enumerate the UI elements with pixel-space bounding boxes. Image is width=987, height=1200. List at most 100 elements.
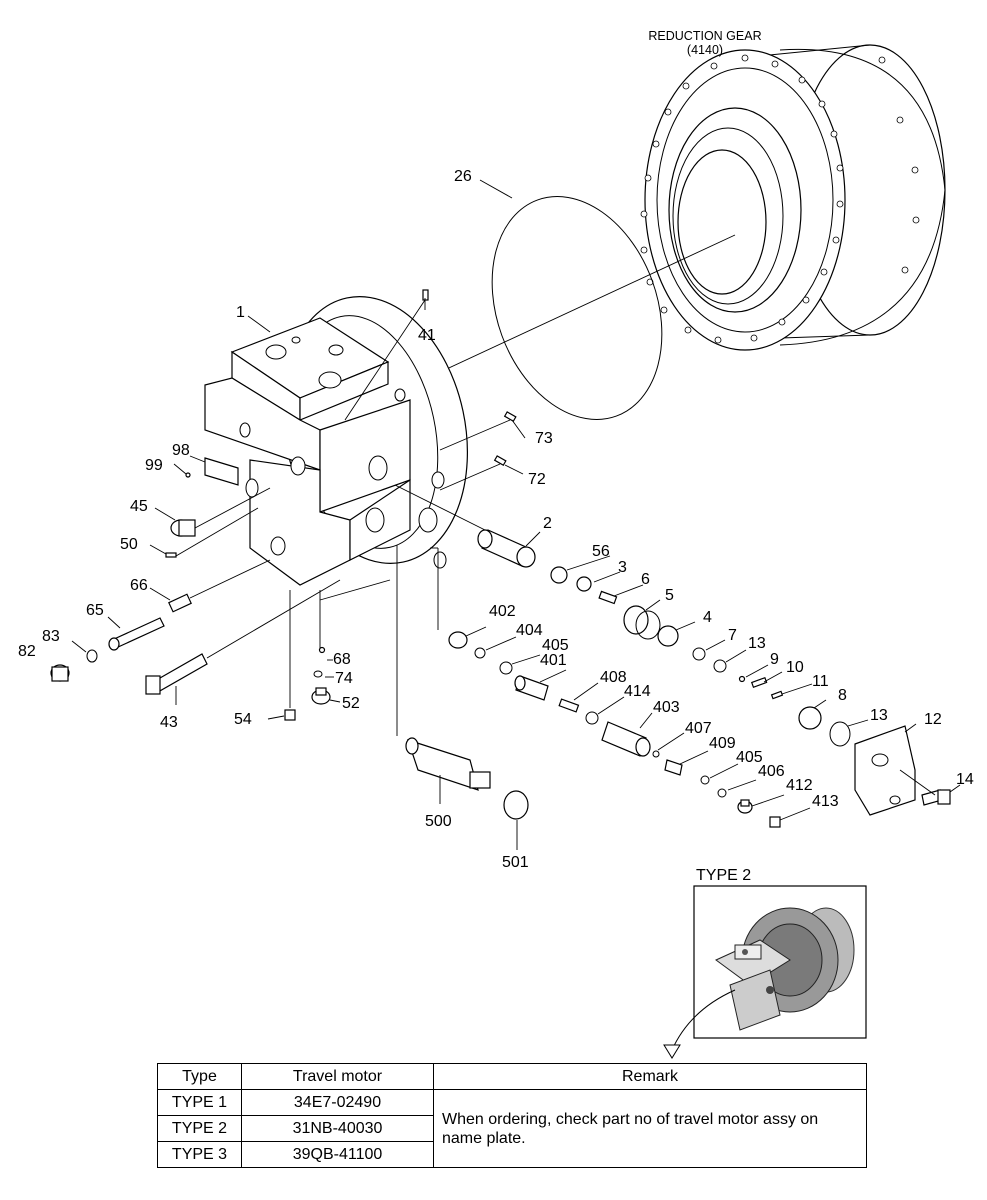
o-ring-406: [717, 788, 727, 798]
ball-68: [318, 646, 326, 654]
callout-8: 8: [838, 687, 847, 704]
callout-405a: 405: [542, 637, 569, 654]
callout-3: 3: [618, 559, 627, 576]
callout-413: 413: [812, 793, 839, 810]
motor-cell: 39QB-41100: [241, 1141, 434, 1168]
callout-56: 56: [592, 543, 610, 560]
reduction-gear-code: (4140): [687, 43, 723, 57]
callout-414: 414: [624, 683, 651, 700]
callout-408: 408: [600, 669, 627, 686]
callout-14: 14: [956, 771, 974, 788]
pin-72: [493, 455, 507, 467]
cover-12: [854, 725, 916, 816]
spool-401: [514, 675, 549, 701]
callout-72: 72: [528, 471, 546, 488]
table-row: TYPE 1 34E7-02490 When ordering, check p…: [157, 1089, 867, 1168]
pin-11: [770, 690, 784, 700]
callout-5: 5: [665, 587, 674, 604]
plug-45: [170, 519, 196, 537]
callout-7: 7: [728, 627, 737, 644]
relief-valve-500: [405, 737, 491, 791]
spring-408: [558, 698, 580, 713]
o-ring-407: [652, 750, 660, 758]
plug-4: [657, 625, 679, 647]
callout-501: 501: [502, 854, 529, 871]
o-ring-405-upper: [499, 661, 513, 675]
callout-405b: 405: [736, 749, 763, 766]
type-cell: TYPE 1: [157, 1089, 242, 1116]
callout-65: 65: [86, 602, 104, 619]
name-plate-98: [204, 457, 239, 486]
motor-cell: 31NB-40030: [241, 1115, 434, 1142]
o-ring-7: [692, 647, 706, 661]
callout-12: 12: [924, 711, 942, 728]
callout-labels: 1 2 3 4 5 6 7 8 9 10 11 12 13 13 14 26 4…: [18, 168, 974, 871]
bolt-14: [921, 789, 951, 806]
callout-66: 66: [130, 577, 148, 594]
o-ring-405-lower: [700, 775, 710, 785]
spring-5: [623, 605, 661, 640]
callout-412: 412: [786, 777, 813, 794]
reduction-gear-drawing: [640, 44, 946, 351]
pin-41: [422, 289, 429, 301]
type2-label: TYPE 2: [696, 867, 751, 884]
type2-motor-image: [715, 907, 855, 1031]
motor-cell: 34E7-02490: [241, 1089, 434, 1116]
travel-motor-table: Type Travel motor Remark TYPE 1 34E7-024…: [157, 1063, 867, 1168]
table-row: TYPE 2 31NB-40030: [157, 1115, 867, 1142]
callout-45: 45: [130, 498, 148, 515]
callout-404: 404: [516, 622, 543, 639]
callout-402: 402: [489, 603, 516, 620]
callout-4: 4: [703, 609, 712, 626]
callout-52: 52: [342, 695, 360, 712]
screw-50: [165, 552, 177, 558]
callout-6: 6: [641, 571, 650, 588]
type2-arrow-icon: [663, 1044, 681, 1059]
callout-11: 11: [812, 673, 829, 690]
motor-housing-drawing: [204, 296, 468, 586]
spring-66: [168, 593, 192, 613]
o-ring-414: [585, 711, 599, 725]
callout-13a: 13: [748, 635, 766, 652]
callout-98: 98: [172, 442, 190, 459]
plug-409: [664, 759, 683, 776]
spool-65: [108, 617, 165, 651]
callout-99: 99: [145, 457, 163, 474]
o-ring-13-small: [713, 659, 727, 673]
callout-2: 2: [543, 515, 552, 532]
callout-73: 73: [535, 430, 553, 447]
callout-406: 406: [758, 763, 785, 780]
callout-74: 74: [335, 670, 353, 687]
plug-54: [284, 709, 296, 721]
nut-413: [769, 816, 781, 828]
o-ring-26: [491, 196, 663, 420]
spring-10: [750, 676, 768, 688]
callout-43: 43: [160, 714, 178, 731]
cap-501: [503, 790, 529, 820]
callout-9: 9: [770, 651, 779, 668]
reduction-gear-name: REDUCTION GEAR: [648, 29, 761, 43]
spool-2: [477, 529, 536, 568]
callout-54: 54: [234, 711, 252, 728]
header-type: Type: [157, 1063, 242, 1090]
plug-412: [737, 799, 753, 814]
callout-10: 10: [786, 659, 804, 676]
sleeve-403: [601, 721, 651, 757]
callout-409: 409: [709, 735, 736, 752]
rivet-99: [185, 472, 191, 478]
o-ring-13-large: [829, 721, 851, 747]
bolt-43: [145, 653, 208, 695]
type-cell: TYPE 3: [157, 1141, 242, 1168]
callout-41: 41: [418, 327, 436, 344]
plug-82: [50, 664, 70, 682]
type-cell: TYPE 2: [157, 1115, 242, 1142]
callout-50: 50: [120, 536, 138, 553]
header-remark: Remark: [433, 1063, 867, 1090]
callout-83: 83: [42, 628, 60, 645]
spring-seat-56: [550, 566, 568, 584]
table-row: TYPE 3 39QB-41100: [157, 1141, 867, 1168]
callout-26: 26: [454, 168, 472, 185]
remark-cell: When ordering, check part no of travel m…: [433, 1089, 867, 1168]
pin-73: [503, 411, 517, 423]
callout-1: 1: [236, 304, 245, 321]
